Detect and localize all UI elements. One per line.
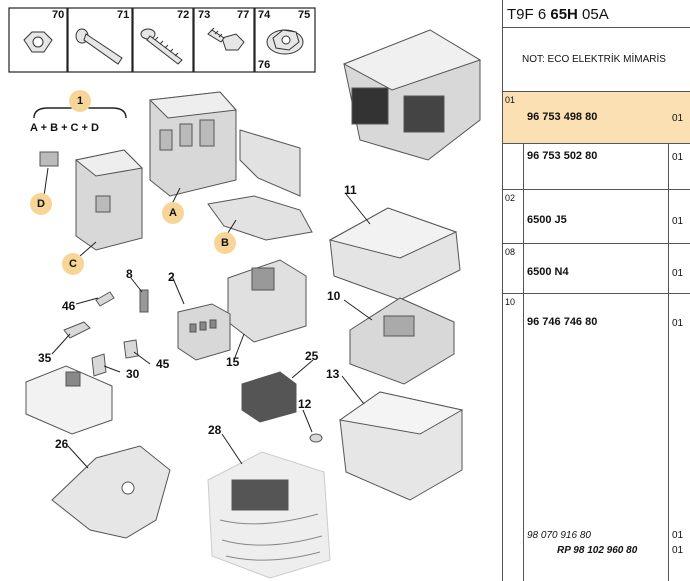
table-divider xyxy=(668,92,669,581)
screw-12-drawing xyxy=(309,433,323,443)
hardware-box-73-77[interactable] xyxy=(193,7,255,73)
footer-quantity: 01 xyxy=(672,545,684,556)
hardware-number-75: 75 xyxy=(298,9,311,21)
hardware-number-73: 73 xyxy=(198,9,211,21)
parts-note-text: NOT: ECO ELEKTRİK MİMARİS xyxy=(522,54,666,65)
connector-d-drawing xyxy=(39,151,59,167)
footer-reference: 98 070 916 80 xyxy=(527,530,591,541)
callout-12[interactable]: 12 xyxy=(298,397,312,411)
cover-11-drawing xyxy=(328,207,461,301)
parts-table: T9F 6 65H 05A NOT: ECO ELEKTRİK MİMARİS … xyxy=(502,0,690,581)
callout-2[interactable]: 2 xyxy=(168,270,175,284)
callout-11[interactable]: 11 xyxy=(344,183,357,197)
bracket-b-drawing xyxy=(207,195,313,241)
fuse-module-10-drawing xyxy=(349,297,455,385)
table-row[interactable]: 96 753 502 80 01 xyxy=(503,144,690,190)
hardware-box-71[interactable] xyxy=(67,7,133,73)
flange-bolt-icon xyxy=(207,27,245,51)
part-reference: 96 753 498 80 xyxy=(527,111,598,123)
callout-28[interactable]: 28 xyxy=(208,423,222,437)
part-quantity: 01 xyxy=(672,268,684,279)
hardware-number-70: 70 xyxy=(52,9,65,21)
part-reference: 96 746 746 80 xyxy=(527,316,598,328)
callout-25[interactable]: 25 xyxy=(305,349,319,363)
leader-lines xyxy=(43,167,373,469)
bubble-d[interactable]: D xyxy=(30,193,52,215)
relay-bracket-15-drawing xyxy=(227,259,307,343)
parts-note: NOT: ECO ELEKTRİK MİMARİS xyxy=(503,28,690,92)
table-row[interactable]: 02 6500 J5 01 xyxy=(503,190,690,244)
callout-8[interactable]: 8 xyxy=(126,267,133,281)
callout-46[interactable]: 46 xyxy=(62,299,76,313)
push-rivet-icon xyxy=(75,28,123,65)
connector-30-drawing xyxy=(91,353,107,377)
callout-13[interactable]: 13 xyxy=(326,367,340,381)
screw-icon xyxy=(140,28,183,65)
table-row[interactable]: 10 96 746 746 80 01 xyxy=(505,297,684,329)
cable-block-drawing xyxy=(25,365,113,435)
hardware-number-76: 76 xyxy=(258,59,271,71)
relay-25-drawing xyxy=(241,371,297,423)
parts-table-header: T9F 6 65H 05A xyxy=(503,0,690,28)
relay-2-drawing xyxy=(177,303,231,361)
clip-46-drawing xyxy=(95,291,115,307)
callout-45[interactable]: 45 xyxy=(156,357,170,371)
part-quantity: 01 xyxy=(672,113,684,124)
module-c-drawing xyxy=(74,149,144,251)
bracket-26-drawing xyxy=(51,445,171,539)
table-row[interactable]: 08 6500 N4 01 xyxy=(503,244,690,294)
table-row[interactable]: 01 96 753 498 80 01 xyxy=(503,92,690,144)
assembly-formula: A + B + C + D xyxy=(30,122,99,134)
callout-30[interactable]: 30 xyxy=(126,367,140,381)
bubble-c[interactable]: C xyxy=(62,253,84,275)
assembly-number-bubble[interactable]: 1 xyxy=(69,90,91,112)
parts-diagram: 70 71 72 73 77 74 75 76 1 A + B + C + D … xyxy=(8,7,482,579)
hardware-box-74-75-76[interactable] xyxy=(254,7,316,73)
fuse-box-a-drawing xyxy=(148,91,238,197)
clip-8-drawing xyxy=(139,289,149,313)
flange-nut-icon xyxy=(266,29,304,55)
diagram-drawing xyxy=(8,7,482,579)
footer-quantity: 01 xyxy=(672,530,684,541)
diagram-code: T9F 6 65H 05A xyxy=(507,6,609,23)
tray-13-drawing xyxy=(338,391,464,501)
clip-45-drawing xyxy=(123,339,139,359)
callout-35[interactable]: 35 xyxy=(38,351,52,365)
part-reference: 6500 N4 xyxy=(527,266,569,278)
clip-35-drawing xyxy=(63,321,91,339)
hardware-number-74: 74 xyxy=(258,9,271,21)
bracket-a-drawing xyxy=(239,129,301,197)
hardware-number-72: 72 xyxy=(177,9,190,21)
part-quantity: 01 xyxy=(672,152,684,163)
part-quantity: 01 xyxy=(672,318,684,329)
table-divider xyxy=(523,92,524,581)
callout-15[interactable]: 15 xyxy=(226,355,240,369)
footer-reference: RP 98 102 960 80 xyxy=(557,545,638,556)
part-reference: 96 753 502 80 xyxy=(527,150,598,162)
hardware-number-71: 71 xyxy=(117,9,130,21)
bubble-b[interactable]: B xyxy=(214,232,236,254)
hardware-number-77: 77 xyxy=(237,9,250,21)
hardware-box-70[interactable] xyxy=(8,7,68,73)
full-assembly-drawing xyxy=(342,29,482,161)
callout-26[interactable]: 26 xyxy=(55,437,69,451)
part-reference: 6500 J5 xyxy=(527,214,567,226)
harness-kit-28-drawing xyxy=(207,451,331,579)
bubble-a[interactable]: A xyxy=(162,202,184,224)
callout-10[interactable]: 10 xyxy=(327,289,341,303)
part-quantity: 01 xyxy=(672,216,684,227)
hardware-box-72[interactable] xyxy=(132,7,194,73)
nut-icon xyxy=(23,31,53,53)
